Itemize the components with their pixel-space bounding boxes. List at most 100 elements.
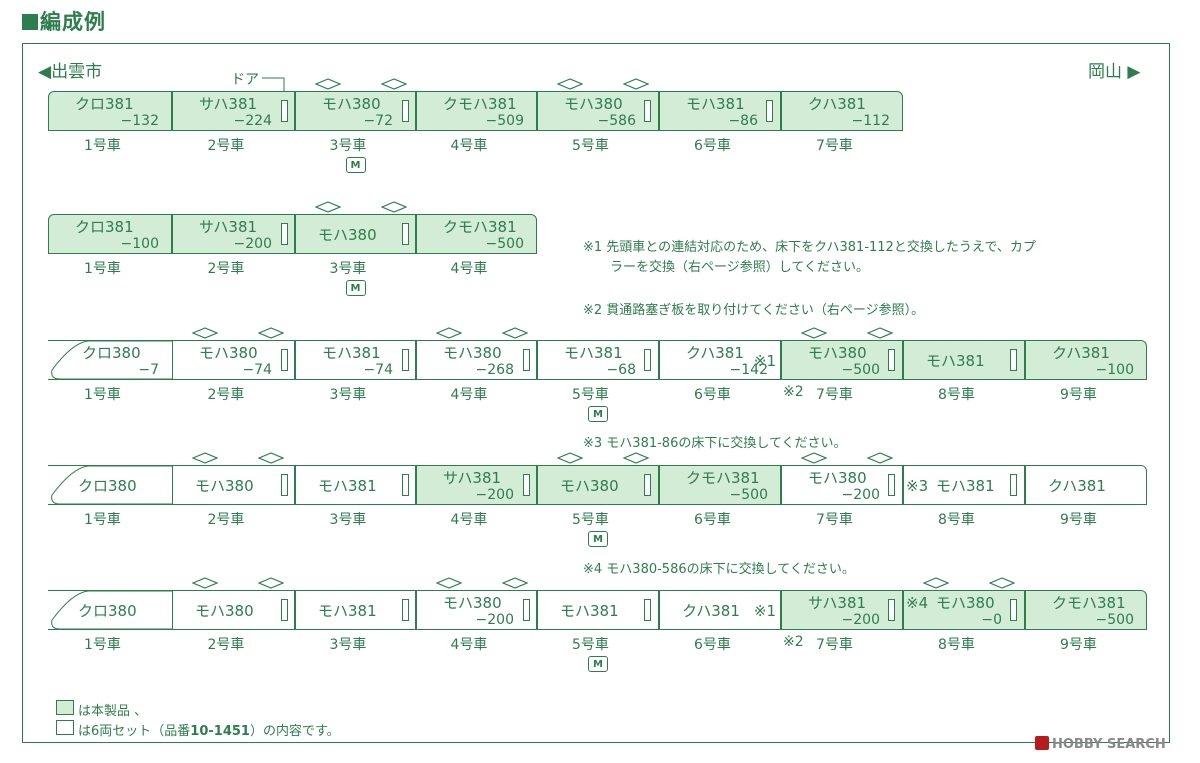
- door-icon: [523, 474, 530, 496]
- legend-white-post: ）の内容です。: [249, 724, 340, 739]
- car-name: クハ381: [1052, 344, 1110, 362]
- door-icon: [402, 349, 409, 371]
- door-icon: [888, 349, 895, 371]
- car-3-1: クロ380−7: [48, 340, 172, 380]
- car-remark: ※1: [753, 352, 776, 370]
- watermark: HOBBY SEARCH: [1035, 736, 1166, 752]
- door-icon: [281, 100, 288, 122]
- car-number-label: 1号車: [84, 387, 121, 403]
- pantograph-icon: [867, 327, 893, 339]
- car-name: モハ381: [318, 602, 377, 620]
- car-name: クハ381: [1048, 477, 1106, 495]
- car-1-4: クモハ381−509: [416, 91, 537, 131]
- streamlined-cab-outline: [51, 465, 172, 505]
- car-name: クロ380: [78, 477, 137, 495]
- car-3-2: モハ380−74: [172, 340, 295, 380]
- legend-white-swatch: [56, 720, 74, 735]
- car-number-label: 7号車: [816, 387, 853, 403]
- car-remark: ※3: [906, 477, 929, 495]
- car-number: −100: [1095, 362, 1134, 378]
- car-number: −200: [475, 612, 514, 628]
- car-remark: ※1: [753, 602, 776, 620]
- pantograph-icon: [315, 201, 341, 213]
- note-4: ※4 モハ380-586の床下に交換してください。: [583, 562, 855, 577]
- car-number-label: 6号車: [694, 138, 731, 154]
- car-name: クハ381: [682, 602, 740, 620]
- door-icon: [644, 100, 651, 122]
- door-icon: [281, 223, 288, 245]
- car-3-9: クハ381−100: [1025, 340, 1147, 380]
- car-name: モハ381: [564, 344, 623, 362]
- car-number: −72: [363, 113, 393, 129]
- car-number: −509: [485, 113, 524, 129]
- car-number-label: 1号車: [84, 512, 121, 528]
- car-number-label: 6号車: [694, 512, 731, 528]
- car-number-label: 5号車: [572, 387, 609, 403]
- car-number-label: 8号車: [938, 387, 975, 403]
- car-name: クロ380: [82, 344, 141, 362]
- watermark-logo-icon: [1035, 736, 1049, 750]
- door-icon: [523, 349, 530, 371]
- door-icon: [402, 100, 409, 122]
- car-number-label: 2号車: [207, 138, 245, 154]
- car-number: −500: [729, 487, 768, 503]
- door-icon: [766, 100, 773, 122]
- car-number-label: 3号車: [329, 512, 367, 528]
- car-number-label: 3号車: [329, 387, 367, 403]
- car-4-7: モハ380−200: [781, 465, 903, 505]
- coupling-remark: ※2: [783, 634, 804, 650]
- car-4-3: モハ381: [295, 465, 416, 505]
- car-number: −200: [233, 236, 272, 252]
- car-number-label: 4号車: [450, 261, 488, 277]
- car-number: −142: [729, 362, 768, 378]
- car-name: クモハ381: [1052, 594, 1126, 612]
- legend-white-pre: は6両セット（品番: [78, 724, 191, 739]
- pantograph-icon: [436, 577, 462, 589]
- car-name: モハ381: [926, 352, 985, 370]
- car-number-label: 9号車: [1060, 637, 1097, 653]
- pantograph-icon: [623, 78, 649, 90]
- car-number: −0: [981, 612, 1002, 628]
- door-icon: [281, 599, 288, 621]
- car-number-label: 5号車: [572, 512, 609, 528]
- car-4-9: クハ381: [1025, 465, 1147, 505]
- car-name: クモハ381: [443, 95, 517, 113]
- car-name: モハ380: [564, 95, 623, 113]
- car-2-4: クモハ381−500: [416, 214, 537, 254]
- car-5-9: クモハ381−500: [1025, 590, 1147, 630]
- motor-icon: M: [345, 280, 366, 296]
- car-name: モハ380: [443, 594, 502, 612]
- title-square-icon: [22, 14, 38, 30]
- motor-icon: M: [588, 656, 608, 672]
- pantograph-icon: [557, 78, 583, 90]
- door-icon: [644, 349, 651, 371]
- pantograph-icon: [381, 201, 407, 213]
- car-number: −7: [138, 362, 159, 378]
- car-number: −68: [606, 362, 636, 378]
- car-5-2: モハ380: [172, 590, 295, 630]
- car-name: モハ380: [443, 344, 502, 362]
- car-2-1: クロ381−100: [48, 214, 172, 254]
- car-number-label: 2号車: [207, 261, 245, 277]
- car-1-7: クハ381−112: [781, 91, 903, 131]
- door-icon: [402, 474, 409, 496]
- pantograph-icon: [258, 577, 284, 589]
- pantograph-icon: [502, 577, 528, 589]
- car-4-4: サハ381−200: [416, 465, 537, 505]
- car-number-label: 1号車: [84, 637, 121, 653]
- car-2-2: サハ381−200: [172, 214, 295, 254]
- pantograph-icon: [801, 452, 827, 464]
- car-4-2: モハ380: [172, 465, 295, 505]
- car-1-2: サハ381−224: [172, 91, 295, 131]
- car-1-3: モハ380−72: [295, 91, 416, 131]
- note-3: ※3 モハ381-86の床下に交換してください。: [583, 436, 847, 451]
- car-1-6: モハ381−86: [659, 91, 781, 131]
- pantograph-icon: [801, 327, 827, 339]
- car-number: −86: [728, 113, 758, 129]
- pantograph-icon: [502, 327, 528, 339]
- direction-right-label: 岡山 ▶: [1088, 62, 1141, 82]
- door-icon: [888, 599, 895, 621]
- pantograph-icon: [381, 78, 407, 90]
- diagram-frame: [22, 43, 1170, 743]
- door-icon: [523, 599, 530, 621]
